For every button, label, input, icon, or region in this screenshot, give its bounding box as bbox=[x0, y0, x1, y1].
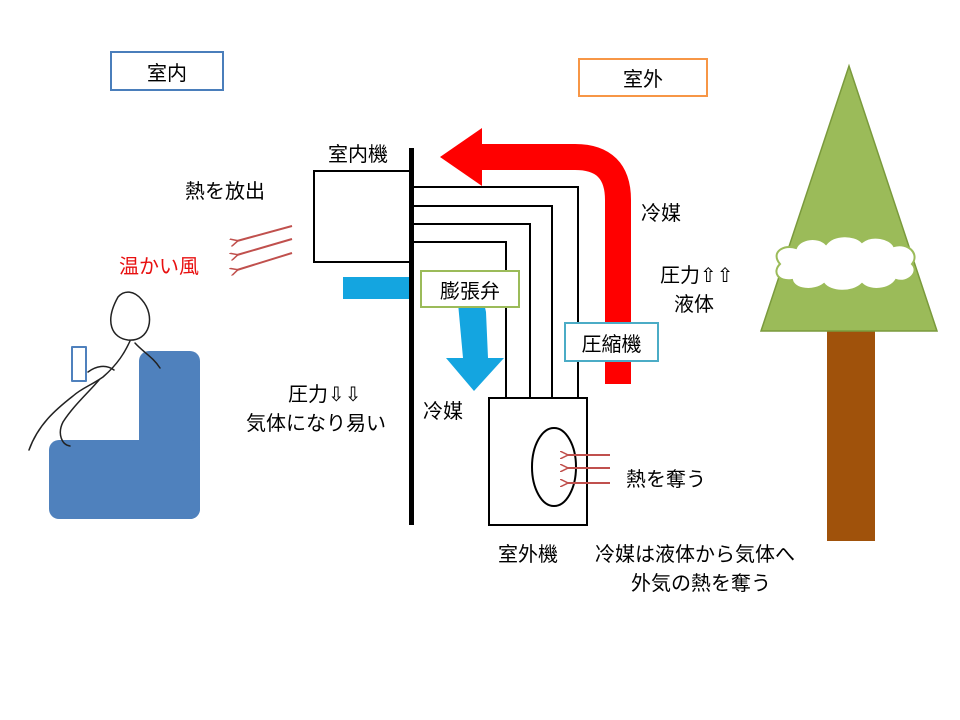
warm-air-label: 温かい風 bbox=[119, 254, 199, 278]
note-line1: 冷媒は液体から気体へ bbox=[595, 542, 795, 566]
take-heat-label: 熱を奪う bbox=[626, 467, 706, 491]
pressure-up-label: 圧力⇧⇧ bbox=[660, 263, 734, 287]
indoor-unit-label: 室内機 bbox=[328, 142, 388, 166]
outdoor-label: 室外 bbox=[623, 67, 663, 91]
indoor-label: 室内 bbox=[147, 60, 187, 85]
indoor-unit bbox=[313, 170, 411, 263]
compressor-label: 圧縮機 bbox=[581, 331, 642, 356]
wall bbox=[409, 148, 414, 525]
note-line2: 外気の熱を奪う bbox=[631, 571, 771, 595]
refrigerant-top-label: 冷媒 bbox=[641, 201, 681, 225]
indoor-label-box: 室内 bbox=[110, 51, 224, 91]
compressor-box: 圧縮機 bbox=[564, 322, 659, 362]
heat-release-label: 熱を放出 bbox=[185, 179, 265, 203]
refrigerant-mid-label: 冷媒 bbox=[423, 399, 463, 423]
hot-refrigerant-arrow bbox=[440, 128, 631, 384]
pressure-down-label: 圧力⇩⇩ bbox=[288, 382, 362, 406]
liquid-label: 液体 bbox=[674, 292, 714, 316]
tree-icon bbox=[759, 63, 939, 541]
person-icon bbox=[28, 291, 161, 451]
cloud-icon bbox=[775, 235, 916, 292]
expansion-valve-box: 膨張弁 bbox=[420, 270, 520, 308]
cold-refrigerant-arrow bbox=[343, 277, 504, 391]
sofa-icon bbox=[49, 351, 200, 519]
heat-absorb-arrows bbox=[567, 455, 610, 483]
outdoor-unit-label: 室外機 bbox=[498, 542, 558, 566]
outdoor-label-box: 室外 bbox=[578, 58, 708, 97]
warm-air-arrows bbox=[237, 225, 293, 270]
expansion-valve-label: 膨張弁 bbox=[440, 278, 500, 303]
gasify-label: 気体になり易い bbox=[246, 411, 386, 435]
